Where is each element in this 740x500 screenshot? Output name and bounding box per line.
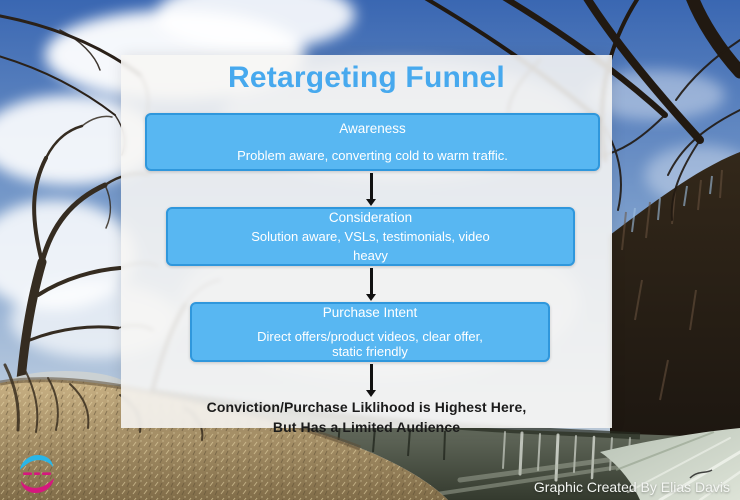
funnel-step-consideration: Consideration Solution aware, VSLs, test… xyxy=(166,207,575,266)
step-description: Problem aware, converting cold to warm t… xyxy=(237,147,508,163)
down-arrow-icon xyxy=(370,268,373,295)
down-arrow-icon xyxy=(370,364,373,391)
funnel-footnote: Conviction/Purchase Liklihood is Highest… xyxy=(121,397,612,438)
content-panel: Retargeting Funnel Awareness Problem awa… xyxy=(121,55,612,435)
footnote-line2: But Has a Limited Audience xyxy=(272,419,461,436)
step-name: Purchase Intent xyxy=(322,304,418,320)
page-title: Retargeting Funnel xyxy=(228,61,505,94)
step-description-line1: Direct offers/product videos, clear offe… xyxy=(257,328,483,344)
step-description-line2: static friendly xyxy=(332,344,408,359)
step-description-line1: Solution aware, VSLs, testimonials, vide… xyxy=(251,229,490,244)
step-name: Awareness xyxy=(339,120,406,136)
funnel-step-purchase-intent: Purchase Intent Direct offers/product vi… xyxy=(190,302,550,362)
funnel-step-awareness: Awareness Problem aware, converting cold… xyxy=(145,113,600,171)
step-name: Consideration xyxy=(328,210,413,225)
footnote-line1: Conviction/Purchase Liklihood is Highest… xyxy=(206,399,527,415)
down-arrow-icon xyxy=(370,173,373,200)
step-description-line2: heavy xyxy=(353,247,388,263)
credit-text: Graphic Created By Elias Davis xyxy=(533,479,730,495)
brand-logo-icon xyxy=(20,454,54,494)
